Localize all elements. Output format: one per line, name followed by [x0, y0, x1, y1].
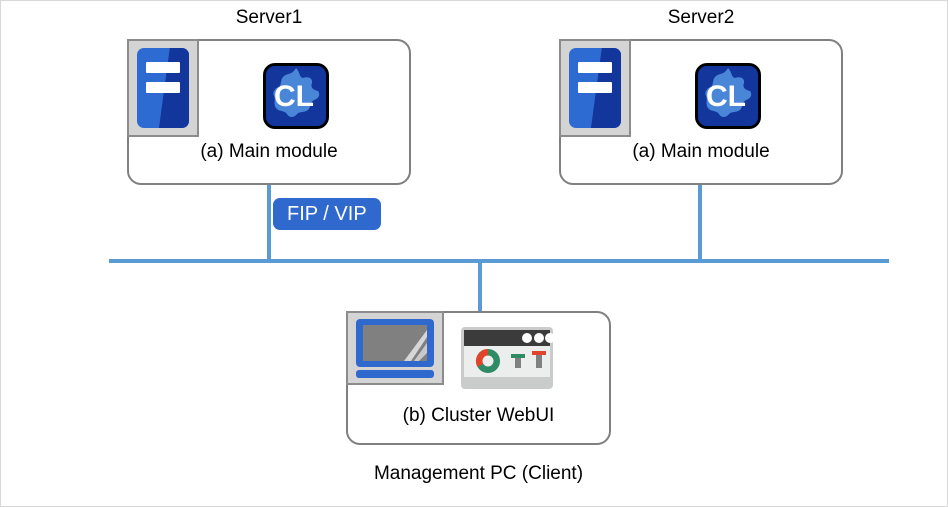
connector-server1-to-bus — [267, 185, 271, 261]
cl-logo-icon: CL — [695, 63, 761, 129]
server-tower-icon — [127, 39, 199, 137]
svg-text:CL: CL — [274, 80, 314, 113]
management-pc-caption: Management PC (Client) — [373, 463, 584, 484]
server2-caption: Server2 — [667, 7, 735, 28]
svg-text:CL: CL — [706, 80, 746, 113]
network-bus-line — [109, 259, 889, 263]
connector-pc-to-bus — [478, 259, 482, 311]
server2-module-label: (a) Main module — [632, 141, 770, 162]
cl-logo-icon: CL — [263, 63, 329, 129]
fip-vip-badge: FIP / VIP — [273, 198, 381, 230]
management-pc-box: (b) Cluster WebUI — [346, 311, 611, 445]
laptop-icon — [346, 311, 444, 385]
webui-browser-icon — [461, 327, 555, 394]
webui-browser-art — [461, 327, 555, 389]
server1-box: CL (a) Main module — [127, 39, 411, 185]
server-tower-body — [137, 48, 189, 128]
server1-caption: Server1 — [235, 7, 303, 28]
server-tower-slot-1 — [146, 62, 180, 73]
cl-logo-art: CL — [266, 66, 326, 126]
connector-server2-to-bus — [698, 185, 702, 261]
server-tower-body — [569, 48, 621, 128]
server-tower-slot-2 — [146, 82, 180, 93]
management-pc-module-label: (b) Cluster WebUI — [402, 405, 555, 426]
laptop-art — [356, 319, 434, 378]
server-tower-slot-2 — [578, 82, 612, 93]
server2-box: CL (a) Main module — [559, 39, 843, 185]
server1-module-label: (a) Main module — [200, 141, 338, 162]
cl-logo-art: CL — [698, 66, 758, 126]
server-tower-icon — [559, 39, 631, 137]
server-tower-slot-1 — [578, 62, 612, 73]
